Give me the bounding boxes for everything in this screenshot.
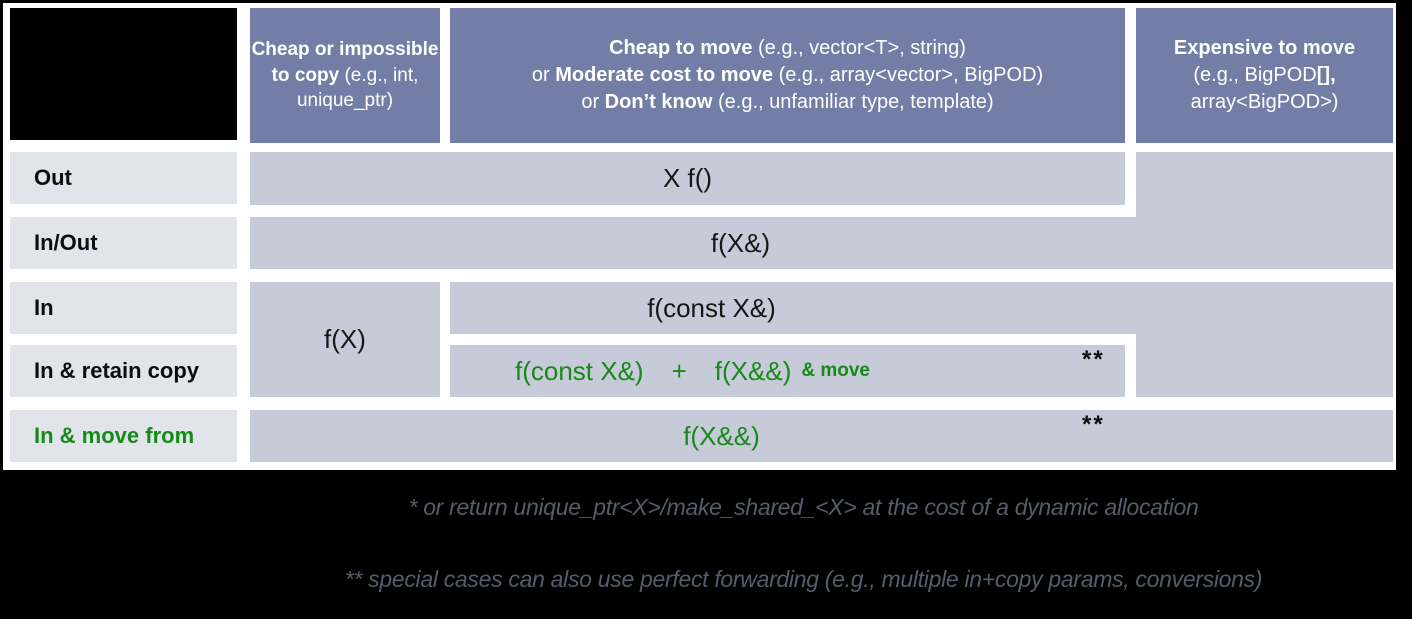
cell-in-f-x-by-value: f(X) [250,282,440,397]
column-header-cheap-or-impossible-to-copy: Cheap or impossible to copy (e.g., int, … [250,8,440,143]
cell-in-f-const-xref: f(const X&) [450,282,1393,334]
plus-sign: + [671,355,687,386]
column-header-expensive-to-move: Expensive to move (e.g., BigPOD[], array… [1136,8,1393,143]
header-line: Cheap to move (e.g., vector<T>, string) [609,37,966,59]
corner-block [10,8,237,140]
column-header-cheap-to-move: Cheap to move (e.g., vector<T>, string) … [450,8,1125,143]
cell-in-retain-copy-overloads: f(const X&) + f(X&&) & move ** [450,345,1125,397]
row-label-in: In [10,282,237,334]
row-label-in-move-from: In & move from [10,410,237,462]
header-line: (e.g., BigPOD[], [1193,64,1336,86]
and-move-note: & move [801,360,870,381]
cell-out-x-f: X f() [250,152,1125,205]
cell-in-move-from-f-xrvalue: f(X&&) ** [250,410,1393,462]
double-star-marker: ** [1082,346,1105,373]
header-text: Cheap or impossible to copy (e.g., int, … [251,39,439,112]
row-label-in-out: In/Out [10,217,237,269]
table-area: Cheap or impossible to copy (e.g., int, … [3,3,1396,470]
header-line: Expensive to move [1173,37,1356,59]
retain-alt1: f(const X&) [515,355,644,386]
row-label-in-retain-copy: In & retain copy [10,345,237,397]
footnote-star: * or return unique_ptr<X>/make_shared_<X… [408,494,1199,520]
cell-inout-f-xref: f(X&) [250,217,1393,269]
header-line: array<BigPOD>) [1190,91,1339,113]
retain-alt2: f(X&&) [714,355,792,386]
double-star-marker: ** [1082,411,1105,438]
footnote-double-star: ** special cases can also use perfect fo… [344,566,1263,592]
header-line: or Moderate cost to move (e.g., array<ve… [531,64,1044,86]
row-label-out: Out [10,152,237,204]
header-line: or Don’t know (e.g., unfamiliar type, te… [581,91,994,113]
